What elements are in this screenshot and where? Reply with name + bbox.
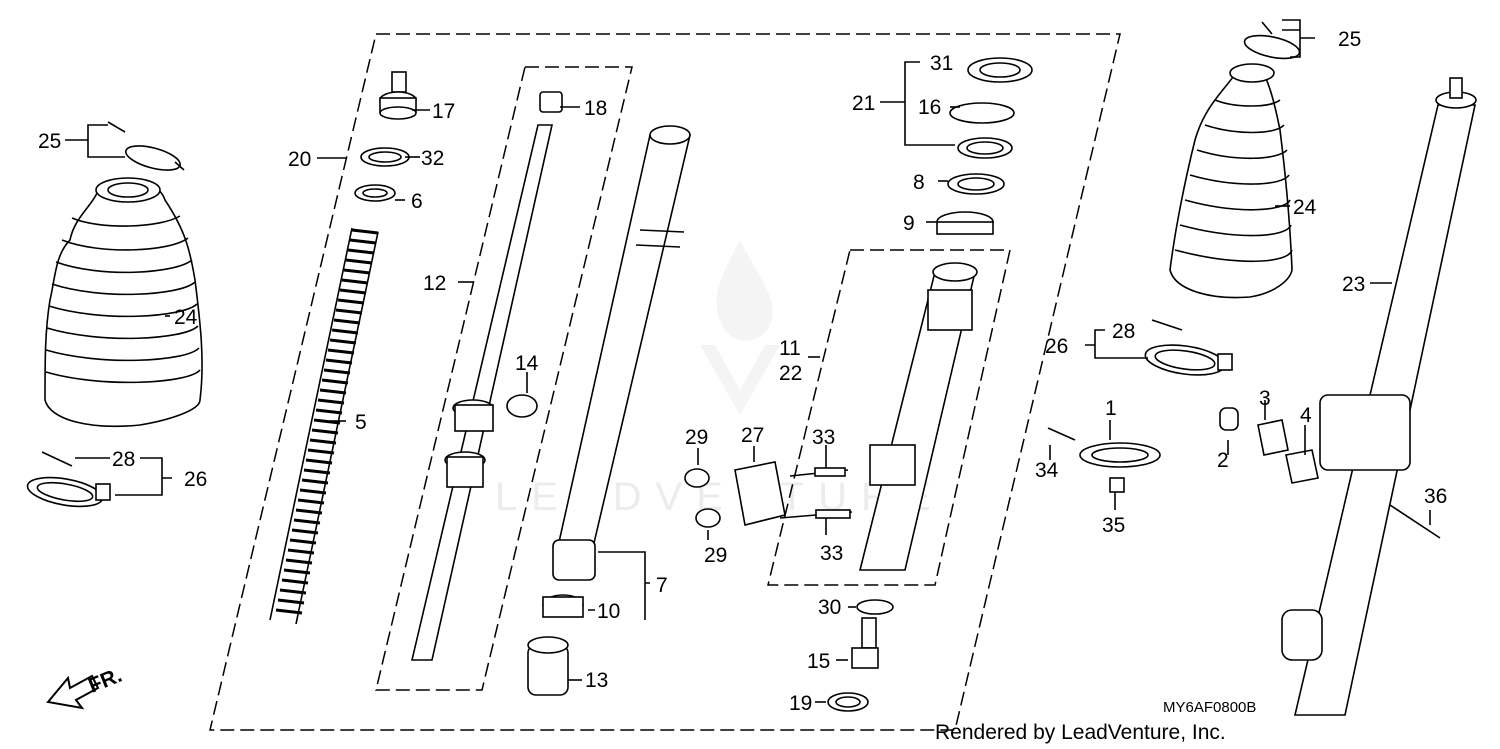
callout-33-bottom[interactable]: 33: [820, 542, 843, 565]
callout-22[interactable]: 22: [779, 362, 802, 385]
callout-6[interactable]: 6: [411, 190, 423, 213]
callout-17[interactable]: 17: [432, 100, 455, 123]
credit-text: Rendered by LeadVenture, Inc.: [935, 721, 1226, 744]
callout-1[interactable]: 1: [1105, 397, 1117, 420]
callout-8[interactable]: 8: [913, 171, 925, 194]
callout-28-left[interactable]: 28: [112, 448, 135, 471]
bracket-clamp: [1047, 427, 1161, 493]
right-boot-group: [1144, 21, 1301, 376]
plate-4: [1285, 449, 1319, 484]
callout-32[interactable]: 32: [421, 147, 444, 170]
axle-holder: [684, 461, 853, 528]
fork-slider-lower: [858, 262, 978, 571]
callout-34[interactable]: 34: [1035, 459, 1059, 482]
callout-29-bottom[interactable]: 29: [704, 544, 727, 567]
watermark-logo: [700, 240, 780, 415]
callout-23[interactable]: 23: [1342, 273, 1365, 296]
callout-20[interactable]: 20: [288, 148, 311, 171]
left-boot-group: [26, 121, 203, 508]
diagram-code: MY6AF0800B: [1163, 699, 1256, 716]
callout-18[interactable]: 18: [584, 97, 607, 120]
fork-assembly-frame: [209, 33, 1121, 731]
damper-rod: [410, 91, 563, 661]
callout-13[interactable]: 13: [585, 669, 608, 692]
plate-3: [1257, 419, 1289, 456]
callout-labels: 1 2 3 4 5 6 7 8 9 10 11 12 13 14 15 16 1…: [38, 28, 1447, 715]
collar-2: [1219, 407, 1239, 431]
callout-29-top[interactable]: 29: [685, 426, 708, 449]
callout-25-left[interactable]: 25: [38, 130, 61, 153]
callout-28-right[interactable]: 28: [1112, 320, 1135, 343]
seal-stack: [936, 57, 1033, 235]
damper-assembly-frame: [375, 66, 633, 691]
callout-16[interactable]: 16: [918, 96, 941, 119]
callout-7[interactable]: 7: [656, 574, 668, 597]
fork-cap-bolt: [379, 71, 417, 120]
callout-24-left[interactable]: 24: [174, 306, 198, 329]
callout-15[interactable]: 15: [807, 650, 830, 673]
front-direction-arrow-icon: [46, 674, 100, 710]
callout-14[interactable]: 14: [515, 352, 539, 375]
o-ring-32-inner: [368, 151, 402, 163]
bolt-36: [1389, 504, 1441, 539]
fork-inner-tube: [527, 125, 692, 696]
callout-26-left[interactable]: 26: [184, 468, 207, 491]
slider-assembly-frame: [767, 249, 1011, 586]
front-direction-label: FR.: [85, 664, 125, 698]
callout-3[interactable]: 3: [1259, 387, 1271, 410]
callout-26-right[interactable]: 26: [1045, 335, 1068, 358]
callout-19[interactable]: 19: [789, 692, 812, 715]
callout-30[interactable]: 30: [818, 596, 841, 619]
callout-33-top[interactable]: 33: [812, 426, 835, 449]
callout-11[interactable]: 11: [779, 337, 801, 360]
callout-31[interactable]: 31: [930, 52, 953, 75]
fork-outer-tube: [1281, 77, 1477, 716]
callout-2[interactable]: 2: [1217, 449, 1229, 472]
callout-9[interactable]: 9: [903, 212, 915, 235]
callout-25-right[interactable]: 25: [1338, 28, 1361, 51]
callout-36[interactable]: 36: [1424, 485, 1447, 508]
callout-35[interactable]: 35: [1102, 514, 1125, 537]
callout-24-right[interactable]: 24: [1293, 196, 1317, 219]
callout-5[interactable]: 5: [355, 411, 367, 434]
drain-bolt: [851, 617, 879, 669]
callout-4[interactable]: 4: [1300, 404, 1312, 427]
callout-21[interactable]: 21: [852, 92, 875, 115]
leader-lines: [65, 19, 1431, 703]
washer-6-inner: [362, 188, 388, 198]
fork-spring: [269, 227, 379, 625]
callout-27[interactable]: 27: [741, 424, 764, 447]
callout-10[interactable]: 10: [597, 600, 620, 623]
nut-19-inner: [835, 696, 861, 708]
washer-30: [856, 599, 894, 615]
callout-12[interactable]: 12: [423, 272, 446, 295]
